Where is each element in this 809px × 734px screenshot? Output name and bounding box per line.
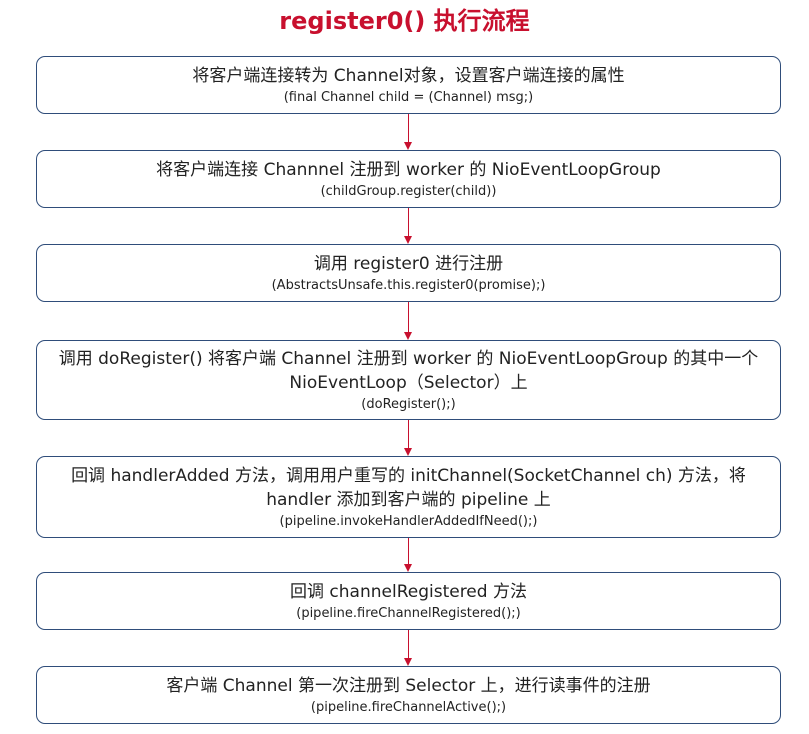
flow-arrow-2 [404,208,413,244]
flow-step-6: 回调 channelRegistered 方法 (pipeline.fireCh… [36,572,781,630]
diagram-title: register0() 执行流程 [279,7,530,35]
step-2-description: 将客户端连接 Channnel 注册到 worker 的 NioEventLoo… [156,159,661,180]
flow-step-7: 客户端 Channel 第一次注册到 Selector 上，进行读事件的注册 (… [36,666,781,724]
flow-arrow-3 [404,302,413,340]
flow-step-1: 将客户端连接转为 Channel对象，设置客户端连接的属性 (final Cha… [36,56,781,114]
flow-step-3: 调用 register0 进行注册 (AbstractsUnsafe.this.… [36,244,781,302]
flow-arrow-1 [404,114,413,150]
step-5-description: 回调 handlerAdded 方法，调用用户重写的 initChannel(S… [71,465,746,510]
step-1-description: 将客户端连接转为 Channel对象，设置客户端连接的属性 [192,65,625,86]
step-6-description: 回调 channelRegistered 方法 [290,581,527,602]
flow-arrow-5 [404,538,413,572]
step-5-code: (pipeline.invokeHandlerAddedIfNeed();) [279,513,538,529]
step-6-code: (pipeline.fireChannelRegistered();) [296,605,521,621]
step-2-code: (childGroup.register(child)) [320,183,497,199]
step-4-code: (doRegister();) [361,396,456,412]
flow-step-5: 回调 handlerAdded 方法，调用用户重写的 initChannel(S… [36,456,781,538]
step-3-code: (AbstractsUnsafe.this.register0(promise)… [271,277,546,293]
step-7-description: 客户端 Channel 第一次注册到 Selector 上，进行读事件的注册 [166,675,651,696]
flow-arrow-4 [404,420,413,456]
flow-arrow-6 [404,630,413,666]
step-4-description: 调用 doRegister() 将客户端 Channel 注册到 worker … [58,348,759,393]
step-7-code: (pipeline.fireChannelActive();) [310,699,507,715]
step-1-code: (final Channel child = (Channel) msg;) [283,89,534,105]
flow-step-2: 将客户端连接 Channnel 注册到 worker 的 NioEventLoo… [36,150,781,208]
flow-step-4: 调用 doRegister() 将客户端 Channel 注册到 worker … [36,340,781,420]
step-3-description: 调用 register0 进行注册 [313,253,504,274]
